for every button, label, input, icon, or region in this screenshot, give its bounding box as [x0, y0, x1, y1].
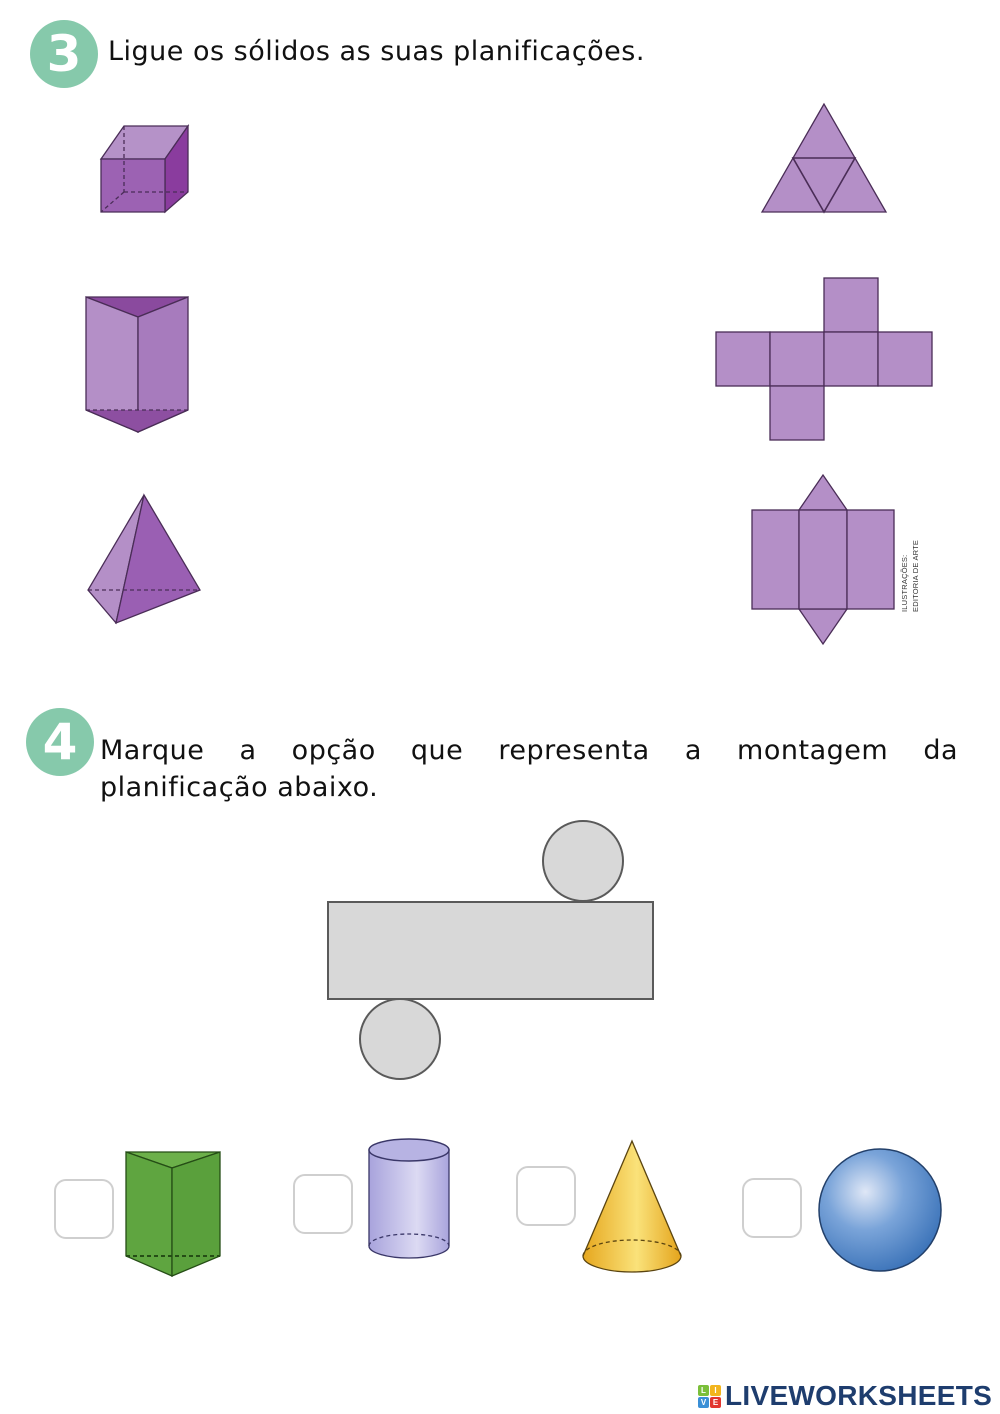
title-word: a: [684, 735, 702, 766]
title-word: que: [410, 735, 464, 766]
option-cone-checkbox[interactable]: [516, 1166, 576, 1226]
cone-icon: [582, 1139, 682, 1273]
tetrahedron-icon[interactable]: [86, 492, 206, 628]
illustration-credit: ILUSTRAÇÕES: EDITORIA DE ARTE: [898, 528, 934, 614]
logo-tile: I: [710, 1384, 721, 1396]
green-triangular-prism-icon: [125, 1151, 221, 1277]
logo-tile: V: [698, 1396, 709, 1408]
triangle-net-icon[interactable]: [758, 100, 890, 216]
title-word: Marque: [100, 735, 205, 766]
title-word: montagem: [737, 735, 889, 766]
question-3-title: Ligue os sólidos as suas planificações.: [108, 36, 645, 67]
title-word: da: [923, 735, 958, 766]
logo-tile: L: [698, 1384, 709, 1396]
question-4-title-line-1: Marque a opção que representa a montagem…: [100, 732, 958, 769]
cube-icon[interactable]: [95, 120, 195, 220]
option-prism-checkbox[interactable]: [54, 1179, 114, 1239]
logo-tile: E: [710, 1396, 721, 1408]
question-4-number-badge: 4: [26, 708, 94, 776]
cylinder-icon: [368, 1138, 450, 1259]
sphere-icon: [818, 1148, 942, 1272]
liveworksheets-logo: L I V E LIVEWORKSHEETS: [698, 1380, 992, 1412]
logo-tiles-icon: L I V E: [698, 1384, 721, 1408]
cross-net-icon[interactable]: [714, 276, 936, 444]
credit-line-2: EDITORIA DE ARTE: [911, 539, 920, 612]
question-3-number-badge: 3: [30, 20, 98, 88]
logo-text: LIVEWORKSHEETS: [725, 1380, 993, 1411]
question-4-title: Marque a opção que representa a montagem…: [100, 732, 958, 806]
title-word: opção: [291, 735, 376, 766]
title-word: a: [239, 735, 257, 766]
credit-line-1: ILUSTRAÇÕES:: [900, 554, 909, 612]
prism-net-icon[interactable]: [750, 472, 898, 648]
title-word: representa: [498, 735, 650, 766]
option-cylinder-checkbox[interactable]: [293, 1174, 353, 1234]
triangular-prism-icon[interactable]: [82, 294, 192, 436]
option-sphere-checkbox[interactable]: [742, 1178, 802, 1238]
cylinder-net-icon: [327, 820, 654, 1080]
question-4-title-line-2: planificação abaixo.: [100, 772, 379, 803]
